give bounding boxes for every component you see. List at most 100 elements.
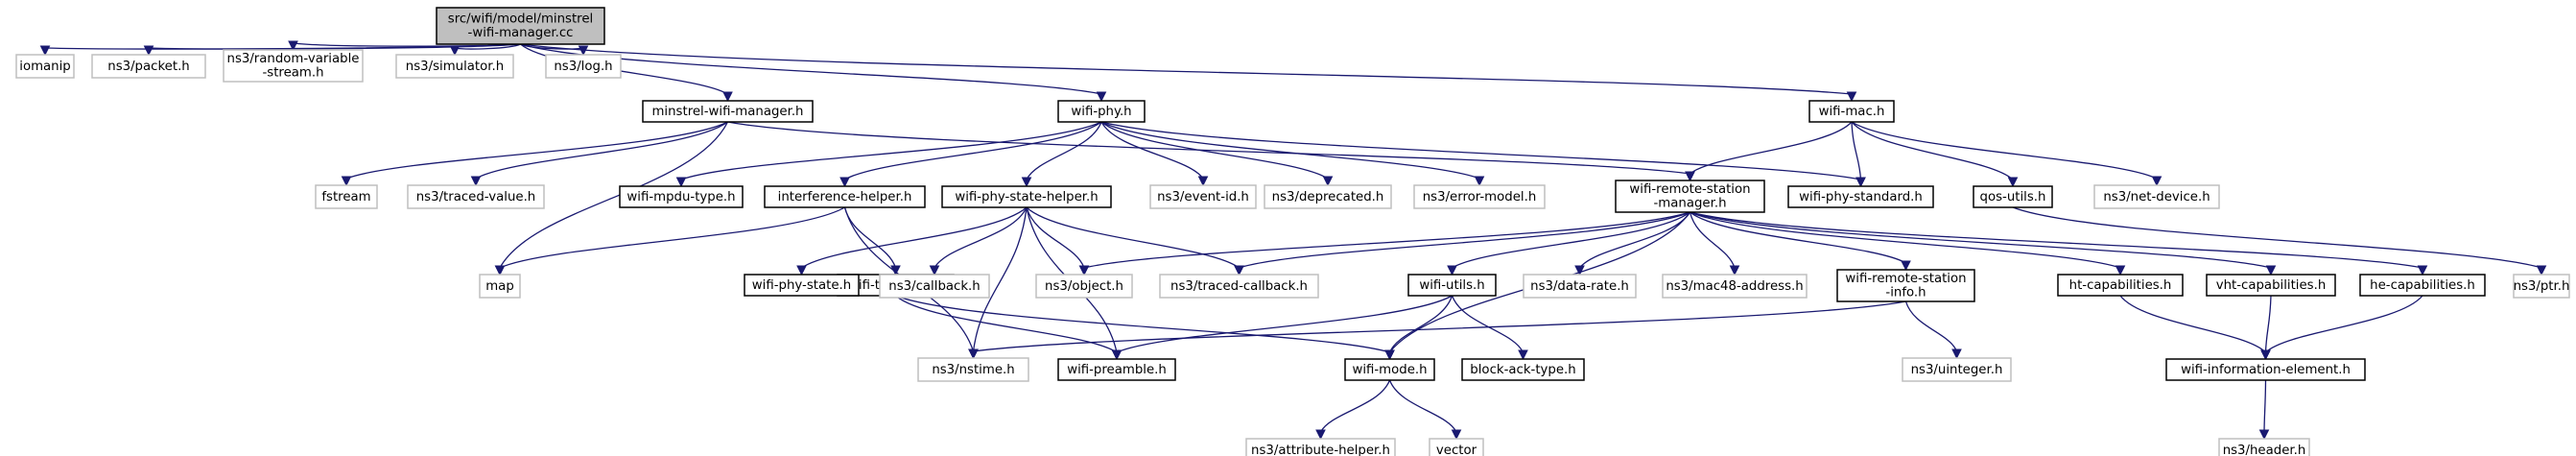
- node-box-root: [436, 7, 605, 45]
- arrowhead-wifiutils-to-wifimode: [1384, 349, 1395, 361]
- node-label-wifimac-0: wifi-mac.h: [1819, 105, 1885, 119]
- edge-wifiphy-to-interference: [844, 121, 1102, 180]
- arrowhead-minstrelh-to-tracedvalue: [470, 176, 482, 187]
- edge-htcap-to-infoelement: [2119, 295, 2266, 353]
- node-mpdutype[interactable]: wifi-mpdu-type.h: [619, 185, 744, 208]
- node-blockack[interactable]: block-ack-type.h: [1461, 358, 1585, 381]
- arrowhead-wifimac-to-remotemgr: [1685, 171, 1695, 182]
- node-htcap[interactable]: ht-capabilities.h: [2057, 274, 2184, 297]
- node-label-hecap-0: he-capabilities.h: [2370, 278, 2475, 293]
- node-mac48: ns3/mac48-address.h: [1662, 274, 1808, 299]
- node-interference[interactable]: interference-helper.h: [764, 185, 926, 208]
- edge-remotemgr-to-hecap: [1690, 211, 2423, 269]
- arrowhead-root-to-random: [288, 40, 298, 52]
- edge-interference-to-txvector: [843, 206, 897, 269]
- node-header: ns3/header.h: [2218, 438, 2310, 456]
- node-box-phystatehelper: [941, 185, 1112, 208]
- nodes-layer: src/wifi/model/minstrel-wifi-manager.cc i…: [15, 7, 2570, 456]
- edge-minstrelh-to-map: [499, 121, 729, 269]
- node-box-header: [2218, 438, 2310, 456]
- node-label-wifiutils-0: wifi-utils.h: [1419, 278, 1484, 293]
- node-label-remoteinfo-0: wifi-remote-station: [1845, 272, 1966, 286]
- node-qosutils[interactable]: qos-utils.h: [1973, 185, 2053, 208]
- node-vhtcap[interactable]: vht-capabilities.h: [2206, 274, 2336, 297]
- arrowhead-wifiphy-to-errormodel: [1474, 176, 1485, 187]
- node-label-root-1: -wifi-manager.cc: [468, 26, 574, 40]
- node-log: ns3/log.h: [545, 54, 622, 79]
- arrowhead-remotemgr-to-object: [1078, 265, 1090, 276]
- node-box-preamble: [1057, 358, 1176, 381]
- node-hecap[interactable]: he-capabilities.h: [2359, 274, 2486, 297]
- node-box-simulator: [395, 54, 514, 79]
- node-box-ptr: [2513, 274, 2570, 299]
- arrowhead-wifimac-to-qosutils: [2007, 177, 2019, 188]
- edge-root-to-simulator: [454, 43, 521, 50]
- node-box-errormodel: [1413, 184, 1546, 209]
- node-label-qosutils-0: qos-utils.h: [1980, 190, 2046, 204]
- edge-txvector-to-preamble: [895, 295, 1118, 353]
- node-packet: ns3/packet.h: [91, 54, 206, 79]
- node-minstrelh[interactable]: minstrel-wifi-manager.h: [642, 100, 814, 123]
- node-box-wifiphy: [1057, 100, 1146, 123]
- edge-minstrelh-to-fstream: [345, 121, 728, 180]
- node-preamble[interactable]: wifi-preamble.h: [1057, 358, 1176, 381]
- node-label-infoelement-0: wifi-information-element.h: [2181, 363, 2351, 377]
- edge-phystatehelper-to-phystate: [801, 206, 1028, 269]
- node-phystate[interactable]: wifi-phy-state.h: [744, 274, 860, 297]
- node-box-wifimode: [1344, 358, 1435, 381]
- arrowhead-remotemgr-to-mac48: [1729, 265, 1740, 276]
- node-label-wifiphy-0: wifi-phy.h: [1071, 105, 1131, 119]
- edge-root-to-random: [293, 42, 521, 47]
- arrowhead-wifiutils-to-blockack: [1518, 349, 1528, 361]
- edge-txvector-to-wifimode: [895, 295, 1390, 353]
- node-box-remoteinfo: [1836, 269, 1975, 302]
- arrowhead-remotemgr-to-datarate: [1574, 265, 1585, 276]
- node-box-uinteger: [1902, 357, 2012, 382]
- arrowhead-root-to-simulator: [449, 45, 461, 57]
- arrowhead-wifimac-to-netdevice: [2151, 176, 2162, 187]
- node-label-phystate-0: wifi-phy-state.h: [752, 278, 851, 293]
- node-label-eventid-0: ns3/event-id.h: [1157, 190, 1249, 204]
- edge-wifiphy-to-deprecated: [1100, 121, 1329, 180]
- node-wifimode[interactable]: wifi-mode.h: [1344, 358, 1435, 381]
- node-phystatehelper[interactable]: wifi-phy-state-helper.h: [941, 185, 1112, 208]
- node-box-log: [545, 54, 622, 79]
- node-box-datarate: [1523, 274, 1637, 299]
- edge-wifimac-to-phystandard: [1851, 121, 1862, 180]
- node-phystandard[interactable]: wifi-phy-standard.h: [1787, 185, 1934, 208]
- edge-wifimode-to-attrhelper: [1319, 379, 1391, 433]
- arrowhead-wifiphy-to-mpdutype: [675, 177, 687, 188]
- node-remoteinfo[interactable]: wifi-remote-station-info.h: [1836, 269, 1975, 302]
- node-label-deprecated-0: ns3/deprecated.h: [1272, 190, 1384, 204]
- node-nstime: ns3/nstime.h: [917, 357, 1029, 382]
- arrowhead-wifiphy-to-eventid: [1197, 176, 1209, 187]
- node-box-netdevice: [2093, 184, 2220, 209]
- node-remotemgr[interactable]: wifi-remote-station-manager.h: [1615, 180, 1765, 213]
- node-infoelement[interactable]: wifi-information-element.h: [2165, 358, 2366, 381]
- node-attrhelper: ns3/attribute-helper.h: [1245, 438, 1396, 456]
- node-label-packet-0: ns3/packet.h: [107, 60, 189, 74]
- node-label-header-0: ns3/header.h: [2223, 444, 2306, 456]
- node-box-map: [479, 274, 521, 299]
- node-box-qosutils: [1973, 185, 2053, 208]
- node-wifiutils[interactable]: wifi-utils.h: [1407, 274, 1497, 297]
- node-box-tracedcallback: [1159, 274, 1319, 299]
- node-label-uinteger-0: ns3/uinteger.h: [1911, 363, 2003, 377]
- edge-remotemgr-to-mac48: [1689, 211, 1736, 269]
- node-deprecated: ns3/deprecated.h: [1264, 184, 1392, 209]
- node-label-preamble-0: wifi-preamble.h: [1067, 363, 1167, 377]
- arrowhead-wifimac-to-phystandard: [1855, 177, 1866, 188]
- edge-wifimode-to-vector: [1388, 379, 1457, 433]
- edge-remotemgr-to-remoteinfo: [1690, 211, 1906, 264]
- node-box-wifimac: [1808, 100, 1895, 123]
- arrowhead-hecap-to-infoelement: [2260, 349, 2271, 361]
- arrowhead-remotemgr-to-htcap: [2115, 265, 2126, 276]
- node-label-interference-0: interference-helper.h: [778, 190, 912, 204]
- node-label-log-0: ns3/log.h: [554, 60, 612, 74]
- node-box-fstream: [315, 184, 378, 209]
- node-root[interactable]: src/wifi/model/minstrel-wifi-manager.cc: [436, 7, 605, 45]
- node-wifimac[interactable]: wifi-mac.h: [1808, 100, 1895, 123]
- node-wifiphy[interactable]: wifi-phy.h: [1057, 100, 1146, 123]
- node-label-random-1: -stream.h: [262, 66, 323, 81]
- node-box-minstrelh: [642, 100, 814, 123]
